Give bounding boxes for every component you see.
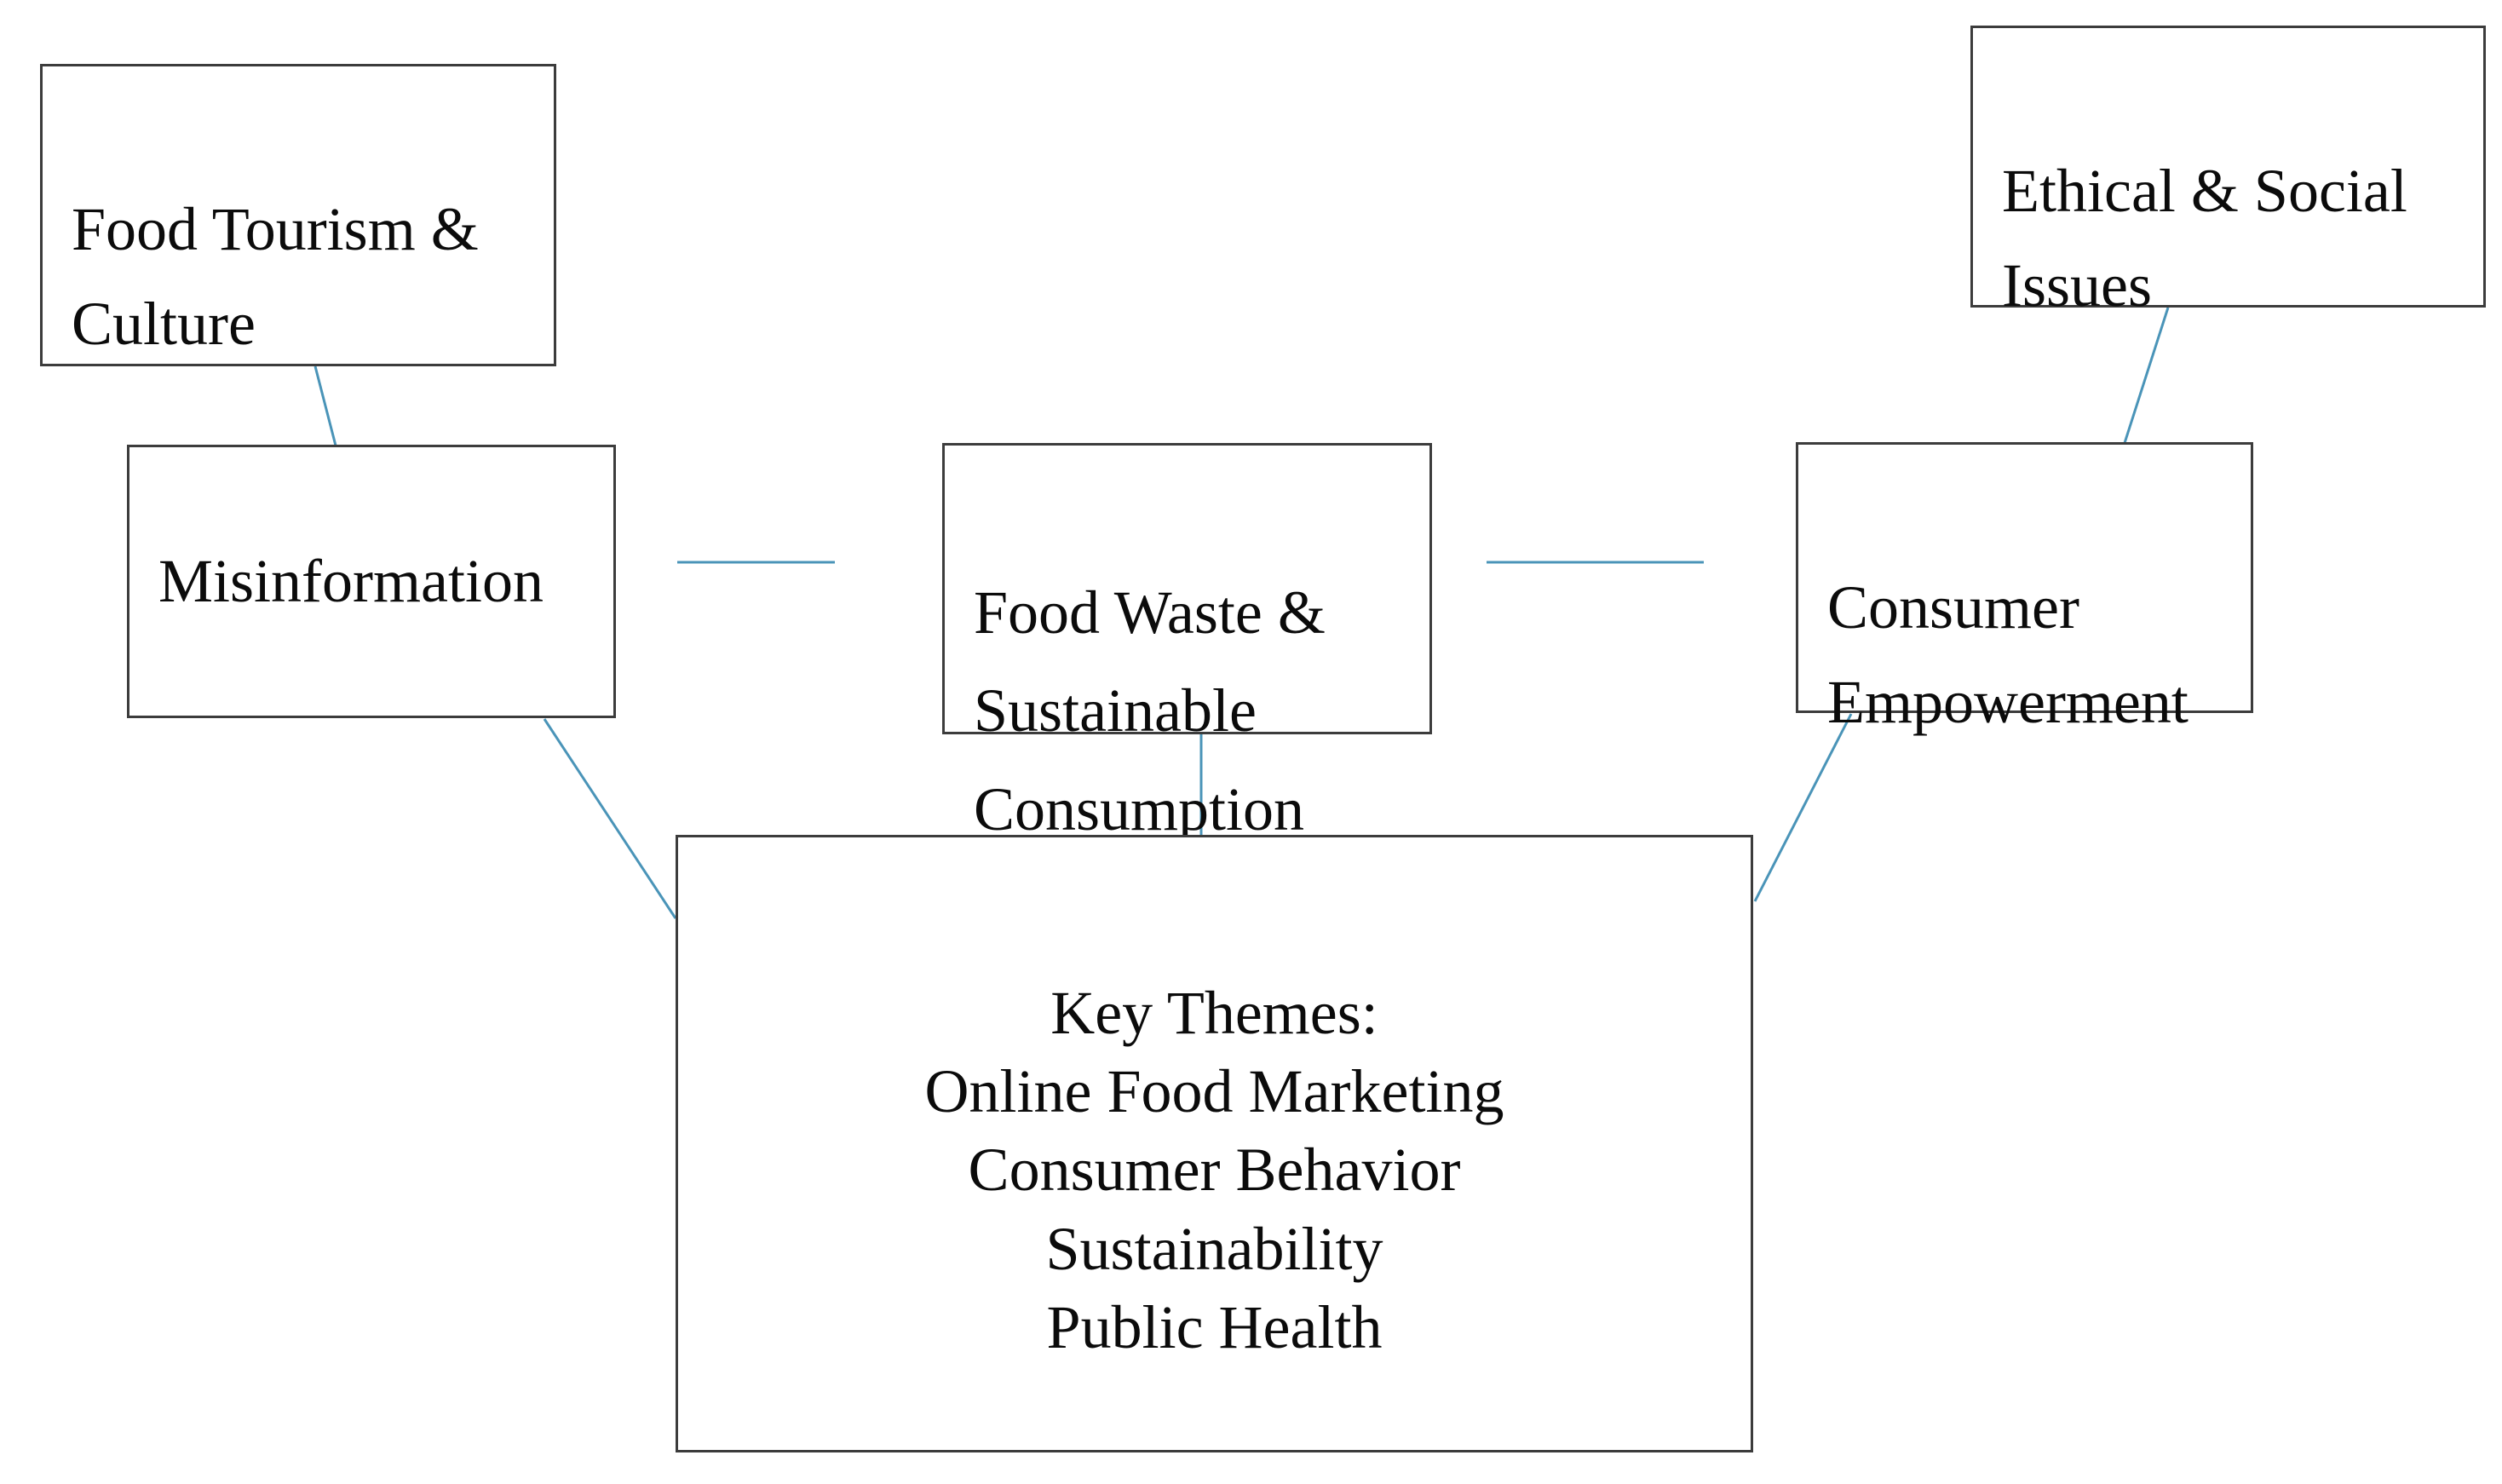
connector-food-tourism-to-misinformation <box>313 365 337 446</box>
node-label: Food Tourism & Culture <box>72 194 479 359</box>
node-label: Consumer Empowerment <box>1827 572 2189 737</box>
node-consumer-empowerment: Consumer Empowerment <box>1796 442 2253 736</box>
connector-ethical-social-to-consumer-empowerment <box>2123 307 2170 444</box>
connector-consumer-empowerment-to-key-themes <box>1753 713 1853 902</box>
node-misinformation: Misinformation <box>127 445 616 718</box>
node-label: Ethical & Social Issues <box>2002 156 2407 320</box>
node-ethical-social-issues: Ethical & Social Issues <box>1970 26 2486 319</box>
node-label: Misinformation <box>158 546 544 615</box>
node-food-waste-sustainable-consumption: Food Waste & Sustainable Consumption <box>942 443 1432 843</box>
node-food-tourism-culture: Food Tourism & Culture <box>40 64 556 366</box>
connector-misinformation-to-key-themes <box>543 718 677 919</box>
node-key-themes: Key Themes: Online Food Marketing Consum… <box>676 835 1753 1452</box>
node-label: Key Themes: Online Food Marketing Consum… <box>924 979 1504 1361</box>
node-label: Food Waste & Sustainable Consumption <box>974 578 1326 843</box>
